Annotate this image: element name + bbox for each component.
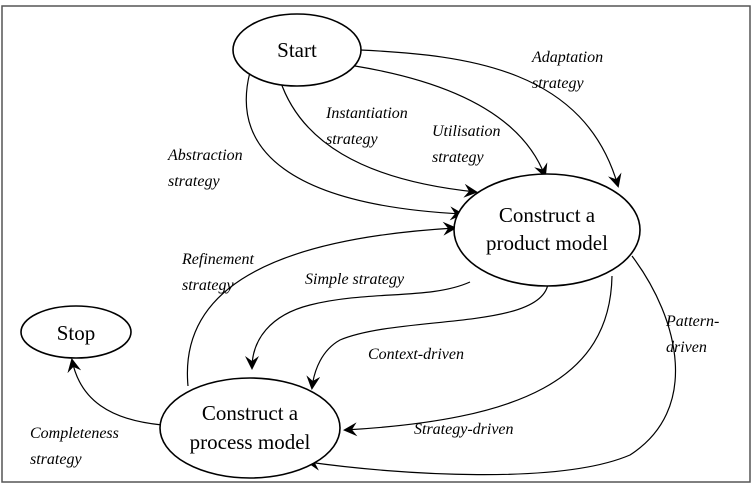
edge-simple [245,281,471,370]
edge-refinement [186,221,457,387]
label-abstraction-line2: strategy [168,173,220,190]
label-simple: Simple strategy [305,271,405,288]
label-pattern-line2: driven [666,339,707,356]
label-instantiation-line1: Instantiation [325,105,408,122]
edge-abstraction [245,71,464,221]
edge-strategy-driven [343,275,613,437]
node-start-label: Start [277,38,317,62]
label-pattern-line1: Pattern- [665,313,719,330]
node-product-model [453,173,641,287]
label-completeness-line2: strategy [30,451,82,468]
label-instantiation-line2: strategy [326,131,378,148]
diagram-frame [1,5,751,483]
edge-instantiation [279,79,478,198]
label-strategy-driven: Strategy-driven [414,421,514,438]
edge-completeness [67,358,163,426]
node-stop-label: Stop [57,321,96,345]
label-refinement-line1: Refinement [181,251,255,268]
label-adaptation-line1: Adaptation [531,49,603,66]
label-completeness-line1: Completeness [30,425,119,442]
node-start [232,13,362,87]
edge-adaptation [359,49,622,188]
edge-pattern [306,255,676,476]
label-adaptation-line2: strategy [532,75,584,92]
node-stop [20,305,132,359]
node-product-label-line1: Construct a [499,203,596,227]
edge-utilisation [354,65,548,178]
label-abstraction-line1: Abstraction [167,147,243,164]
label-utilisation-line2: strategy [432,149,484,166]
node-process-model [159,377,341,479]
edge-context [306,283,549,390]
label-context-driven: Context-driven [368,346,464,363]
node-product-label-line2: product model [486,231,608,255]
label-utilisation-line1: Utilisation [432,123,500,140]
label-refinement-line2: strategy [182,277,234,294]
node-process-label-line2: process model [190,430,311,454]
node-process-label-line1: Construct a [202,401,299,425]
